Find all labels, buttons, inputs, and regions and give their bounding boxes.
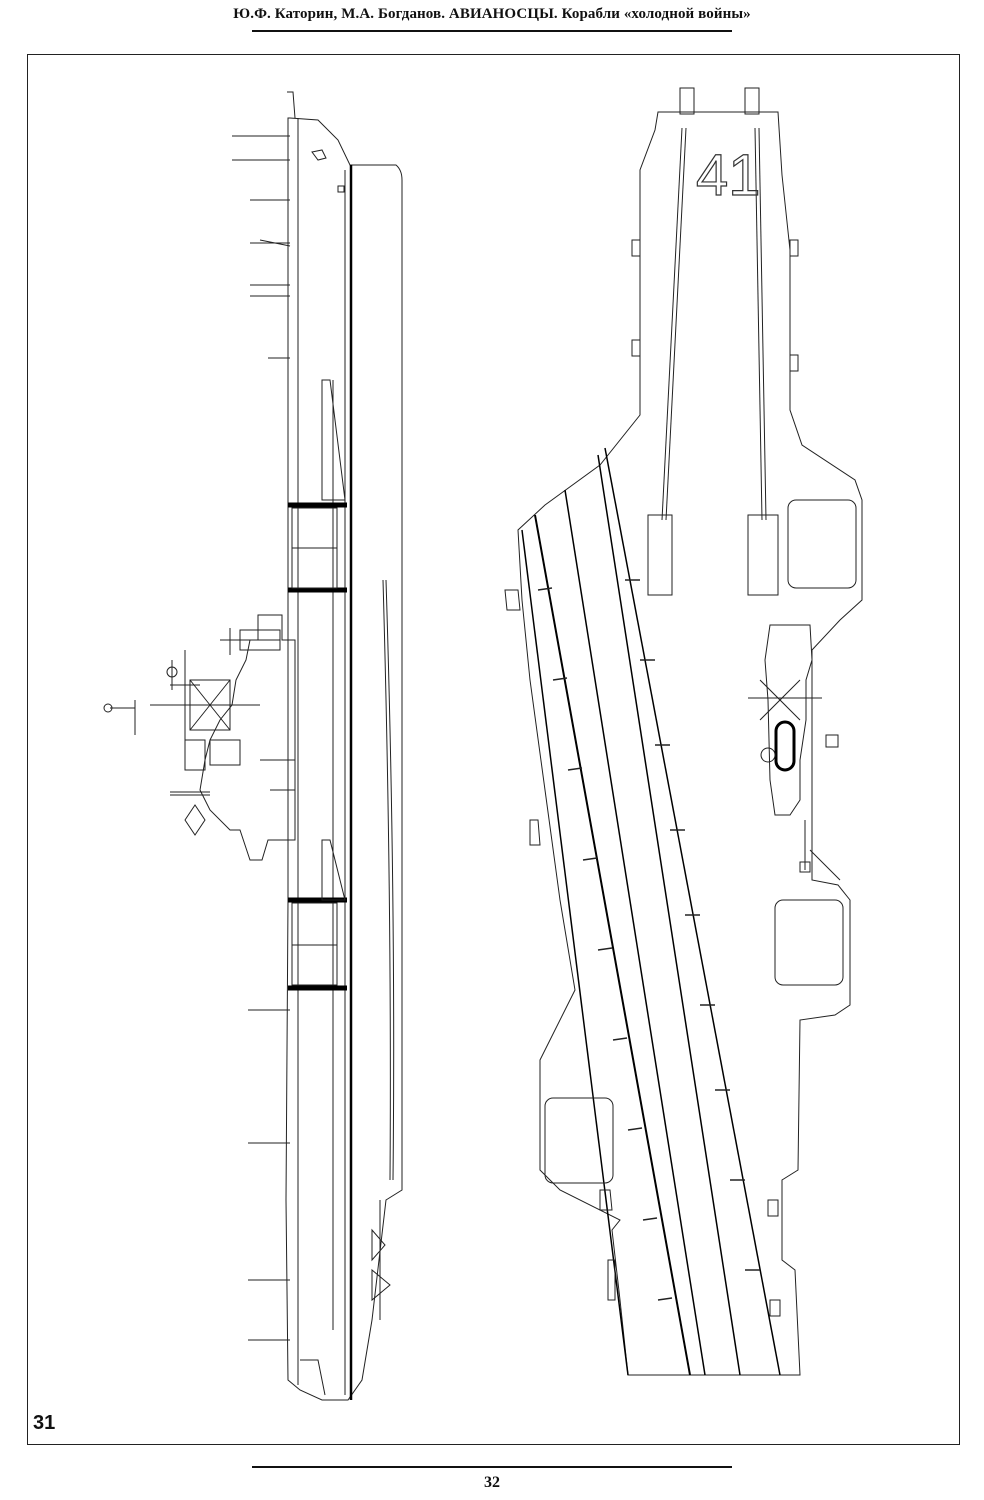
hull-side-outline xyxy=(286,118,402,1400)
footer-rule xyxy=(252,1466,732,1468)
island-plan xyxy=(765,625,812,815)
flight-deck-outline xyxy=(518,112,862,1375)
figure-number: 31 xyxy=(33,1412,56,1434)
hull-number: 41 xyxy=(696,143,761,208)
plan-view: 41 xyxy=(505,88,862,1375)
island-side xyxy=(200,615,295,860)
header-rule xyxy=(252,30,732,32)
elevator-2 xyxy=(775,900,843,985)
elevator-3 xyxy=(545,1098,613,1183)
page-number: 32 xyxy=(484,1474,500,1491)
elevator-1 xyxy=(788,500,856,588)
side-elevation xyxy=(104,92,402,1400)
drawing-frame xyxy=(27,54,960,1445)
running-header: Ю.Ф. Каторин, М.А. Богданов. АВИАНОСЦЫ. … xyxy=(233,6,751,22)
